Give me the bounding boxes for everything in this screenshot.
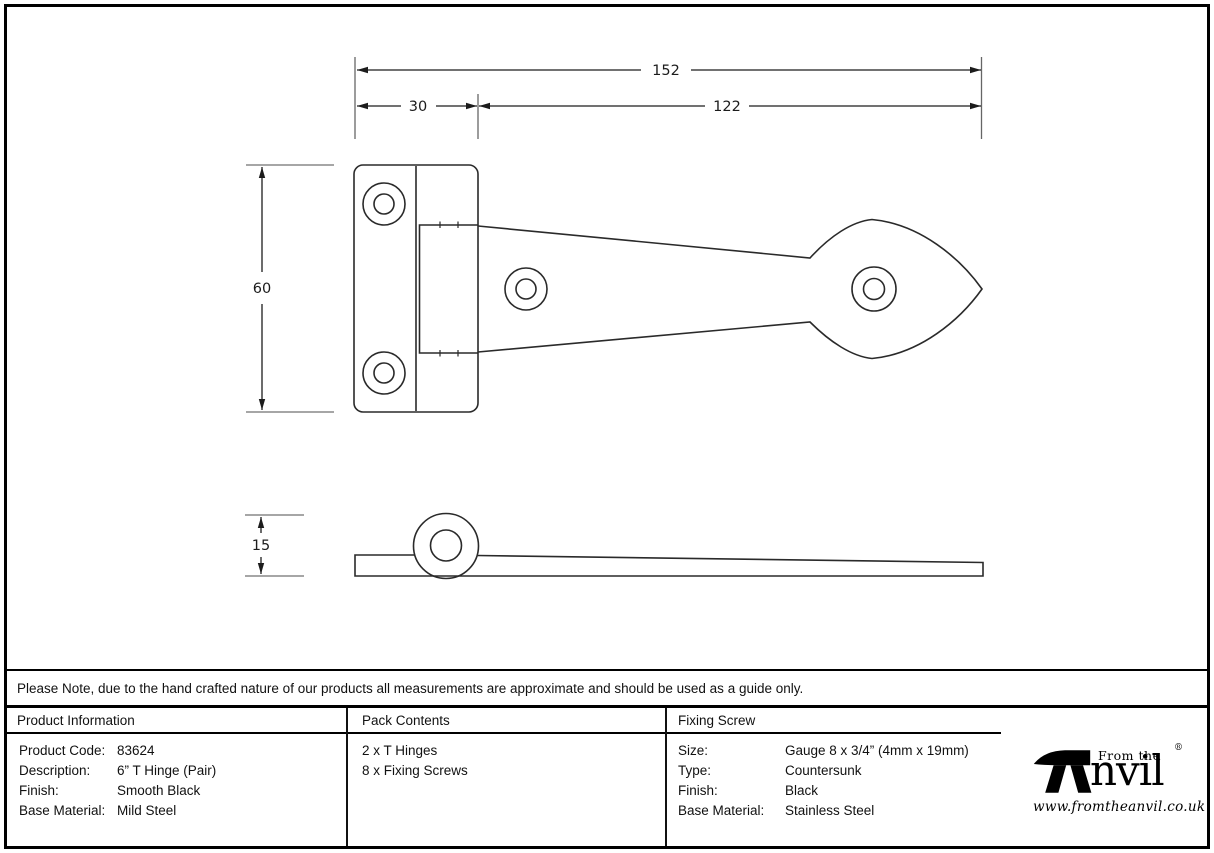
table-row: Type: Countersunk (678, 763, 862, 778)
product-information-column: Product Information Product Code: 83624 … (4, 708, 346, 848)
screw-hole (362, 182, 406, 226)
dimension-lines (260, 69, 981, 574)
extension-lines (354, 57, 983, 139)
dimension-thickness: 15 (252, 538, 270, 554)
pack-contents-header: Pack Contents (348, 708, 665, 734)
logo-brand-text: nvil (1090, 746, 1165, 795)
product-information-header: Product Information (4, 708, 346, 734)
hinge-plate (353, 164, 479, 413)
logo-website-url: www.fromtheanvil.co.uk (1033, 799, 1206, 815)
list-item: 8 x Fixing Screws (362, 763, 468, 778)
fixing-screw-column: Fixing Screw Size: Gauge 8 x 3/4” (4mm x… (665, 708, 1001, 848)
table-row: Product Code: 83624 (19, 743, 155, 758)
spec-table: Product Information Product Code: 83624 … (4, 705, 1210, 848)
table-row: Base Material: Mild Steel (19, 803, 177, 818)
side-view-bar (354, 554, 984, 577)
dimension-plate-height: 60 (253, 281, 271, 297)
screw-hole (362, 351, 406, 395)
list-item: 2 x T Hinges (362, 743, 438, 758)
extension-lines-gray (245, 164, 334, 577)
table-row: Finish: Black (678, 783, 819, 798)
note-row: Please Note, due to the hand crafted nat… (4, 669, 1210, 705)
table-row: Base Material: Stainless Steel (678, 803, 875, 818)
screw-hole (504, 267, 548, 311)
hinge-top-view (353, 164, 983, 413)
side-view-pin-hole (429, 529, 463, 562)
side-view-knuckle (412, 512, 480, 580)
pack-contents-column: Pack Contents 2 x T Hinges 8 x Fixing Sc… (346, 708, 665, 848)
anvil-icon (1033, 750, 1092, 793)
screw-hole (851, 266, 897, 312)
dimension-overall-length: 152 (652, 63, 680, 79)
dimension-plate-width: 30 (409, 99, 427, 115)
dimension-strap-length: 122 (713, 99, 741, 115)
dimension-arrows (257, 66, 981, 574)
logo-tagline: From the (1098, 748, 1161, 763)
technical-drawing: 152 30 122 60 15 (245, 57, 984, 580)
knuckle-rect (418, 224, 478, 354)
table-row: Description: 6” T Hinge (Pair) (19, 763, 217, 778)
table-row: Finish: Smooth Black (19, 783, 201, 798)
registered-mark: ® (1174, 743, 1183, 753)
note-text: Please Note, due to the hand crafted nat… (17, 680, 804, 696)
hinge-strap (477, 218, 983, 360)
fixing-screw-header: Fixing Screw (667, 708, 1001, 734)
diamond-icon: ♦ (1156, 754, 1161, 764)
table-row: Size: Gauge 8 x 3/4” (4mm x 19mm) (678, 743, 969, 758)
hinge-side-view (354, 512, 984, 580)
